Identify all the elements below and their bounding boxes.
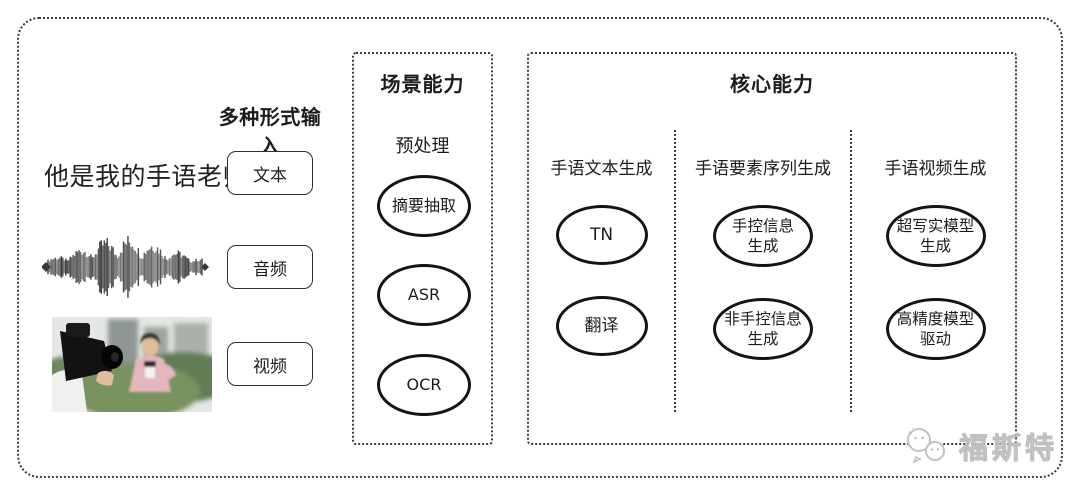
bubble-high-precision-model-driving: 高精度模型 驱动 bbox=[885, 298, 986, 360]
sample-sentence-text: 他是我的手语老师 bbox=[44, 162, 249, 191]
watermark-text: 福斯特 bbox=[958, 431, 1059, 466]
bubble-manual-info-generation: 手控信息 生成 bbox=[713, 205, 813, 267]
column-divider bbox=[674, 130, 676, 412]
scene-capability-title: 场景能力 bbox=[380, 72, 465, 96]
audio-waveform-icon bbox=[42, 236, 209, 298]
core-capability-box: 核心能力 手语文本生成 TN 翻译 手语要素序列生成 手控信息 生成 非手控信息… bbox=[527, 52, 1017, 445]
bubble-summary-extraction: 摘要抽取 bbox=[377, 175, 471, 237]
audio-tag-label: 音频 bbox=[253, 259, 287, 280]
column-header: 手语要素序列生成 bbox=[695, 159, 831, 179]
photo-reporter bbox=[129, 333, 176, 392]
video-tag-label: 视频 bbox=[253, 356, 287, 377]
text-tag-box: 文本 bbox=[227, 151, 313, 195]
preprocess-label: 预处理 bbox=[395, 136, 450, 157]
column-divider bbox=[850, 130, 852, 412]
column-header: 手语文本生成 bbox=[550, 159, 653, 179]
core-capability-title: 核心能力 bbox=[730, 72, 814, 96]
photo-camera-foreground bbox=[52, 323, 123, 412]
bubble-ocr: OCR bbox=[377, 354, 471, 416]
bubble-hyperrealistic-model-generation: 超写实模型 生成 bbox=[885, 205, 986, 267]
column-sign-text-generation: 手语文本生成 TN 翻译 bbox=[529, 154, 674, 356]
audio-tag-box: 音频 bbox=[227, 245, 313, 289]
video-tag-box: 视频 bbox=[227, 342, 313, 386]
bubble-translation: 翻译 bbox=[555, 296, 648, 356]
column-sign-video-generation: 手语视频生成 超写实模型 生成 高精度模型 驱动 bbox=[852, 154, 1019, 360]
reporter-photo bbox=[52, 317, 212, 412]
column-header: 手语视频生成 bbox=[884, 159, 987, 179]
scene-capability-box: 场景能力 预处理 摘要抽取 ASR OCR bbox=[352, 52, 493, 445]
watermark: 福斯特 bbox=[903, 425, 1058, 467]
text-tag-label: 文本 bbox=[253, 165, 287, 186]
column-sign-element-sequence-generation: 手语要素序列生成 手控信息 生成 非手控信息 生成 bbox=[676, 154, 850, 360]
bubble-tn: TN bbox=[555, 205, 648, 265]
mascot-logo-icon bbox=[907, 427, 945, 464]
bubble-asr: ASR bbox=[377, 264, 471, 326]
bubble-non-manual-info-generation: 非手控信息 生成 bbox=[713, 298, 813, 360]
